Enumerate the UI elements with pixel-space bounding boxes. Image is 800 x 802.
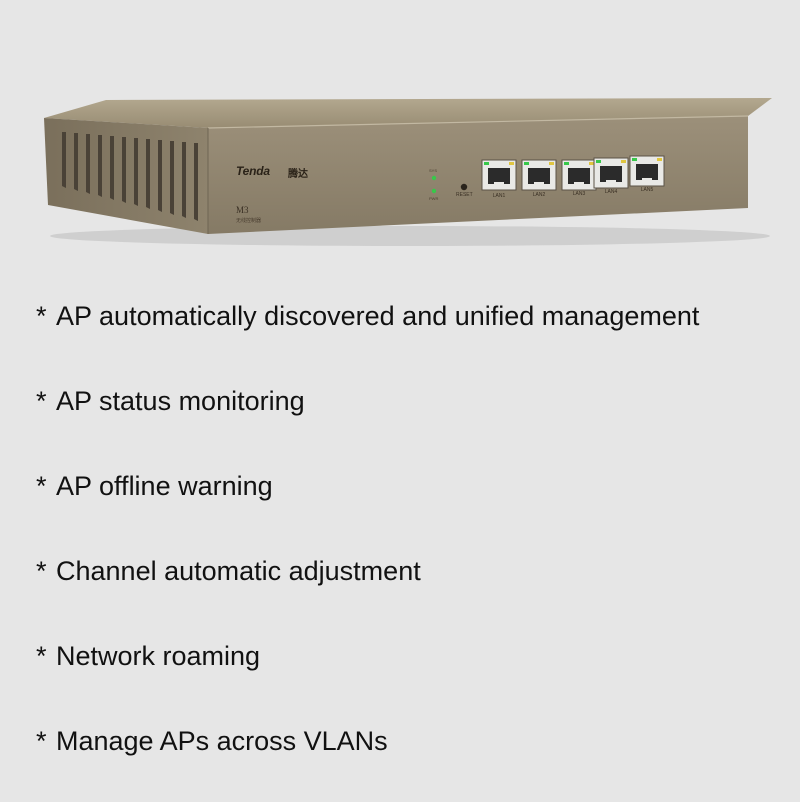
model-label: M3 — [236, 205, 249, 215]
bullet-mark: * — [36, 386, 47, 416]
port-label-lan2: LAN2 — [532, 192, 546, 198]
led-sys-label: SYS — [429, 168, 438, 173]
feature-list: * AP automatically discovered and unified… — [36, 292, 699, 802]
feature-text: Network roaming — [56, 641, 261, 671]
feature-item: * AP offline warning — [36, 462, 699, 547]
feature-item: * Manage APs across VLANs — [36, 717, 699, 802]
port-label-lan3: LAN3 — [572, 191, 586, 197]
feature-text: AP offline warning — [56, 471, 273, 501]
model-cn-label: 无线控制器 — [236, 218, 262, 224]
router-product-image: Tenda 腾达 M3 无线控制器 SYS PWR RESET LAN1 LAN… — [0, 0, 800, 260]
bullet-mark: * — [36, 556, 47, 586]
port-label-lan1: LAN1 — [492, 193, 506, 199]
feature-item: * Channel automatic adjustment — [36, 547, 699, 632]
led-pwr-label: PWR — [429, 196, 439, 201]
bullet-mark: * — [36, 726, 47, 756]
bullet-mark: * — [36, 301, 47, 331]
reset-label: RESET — [456, 192, 473, 198]
router-device-icon — [44, 98, 772, 246]
feature-item: * AP automatically discovered and unified… — [36, 292, 699, 377]
feature-text: Channel automatic adjustment — [56, 556, 421, 586]
bullet-mark: * — [36, 641, 47, 671]
bullet-mark: * — [36, 471, 47, 501]
feature-text: AP status monitoring — [56, 386, 305, 416]
brand-logo-text: Tenda — [236, 164, 270, 178]
feature-item: * Network roaming — [36, 632, 699, 717]
feature-item: * AP status monitoring — [36, 377, 699, 462]
port-label-lan4: LAN4 — [604, 189, 618, 195]
port-label-lan5: LAN5 — [640, 187, 654, 193]
feature-text: Manage APs across VLANs — [56, 726, 388, 756]
brand-cn-text: 腾达 — [288, 169, 308, 180]
feature-text: AP automatically discovered and unified … — [56, 301, 700, 331]
